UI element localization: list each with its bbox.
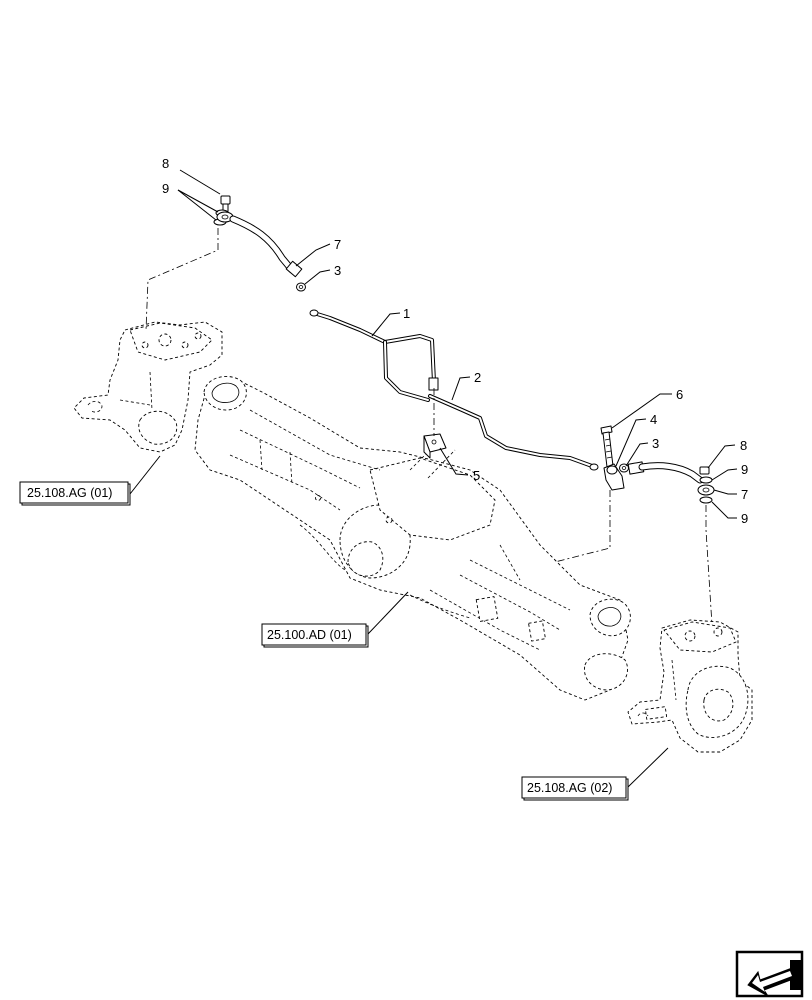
left-hose-assembly [213, 195, 306, 292]
brake-pipe-2 [428, 394, 599, 471]
leader-lines [129, 169, 738, 788]
callout-8-left: 8 [162, 156, 169, 171]
assembly-lines [145, 228, 713, 626]
right-hose-assembly [600, 425, 715, 504]
axle-housing [194, 376, 631, 701]
callout-9-left: 9 [162, 181, 169, 196]
callout-1: 1 [403, 306, 410, 321]
reference-right-knuckle[interactable]: 25.108.AG (02) [521, 776, 629, 801]
left-steering-knuckle [73, 321, 223, 453]
reference-left-knuckle[interactable]: 25.108.AG (01) [19, 481, 131, 506]
callout-3-left: 3 [334, 263, 341, 278]
callout-6: 6 [676, 387, 683, 402]
callout-5: 5 [473, 468, 480, 483]
callout-9-right-top: 9 [741, 462, 748, 477]
brake-pipe-1 [309, 309, 439, 402]
pipe-clamp-5 [423, 433, 447, 459]
callout-3-right: 3 [652, 436, 659, 451]
right-steering-knuckle [627, 619, 753, 753]
reference-axle-housing[interactable]: 25.100.AD (01) [261, 623, 369, 648]
callout-9-right-bottom: 9 [741, 511, 748, 526]
callout-2: 2 [474, 370, 481, 385]
callout-labels: 8 9 7 3 1 2 5 6 4 3 8 9 7 9 [162, 156, 748, 526]
reference-label-left-knuckle: 25.108.AG (01) [27, 486, 112, 500]
callout-7-right: 7 [741, 487, 748, 502]
next-page-arrow-icon[interactable] [735, 950, 804, 998]
callout-7-left: 7 [334, 237, 341, 252]
reference-label-axle-housing: 25.100.AD (01) [267, 628, 352, 642]
callout-4: 4 [650, 412, 657, 427]
callout-8-right: 8 [740, 438, 747, 453]
reference-label-right-knuckle: 25.108.AG (02) [527, 781, 612, 795]
